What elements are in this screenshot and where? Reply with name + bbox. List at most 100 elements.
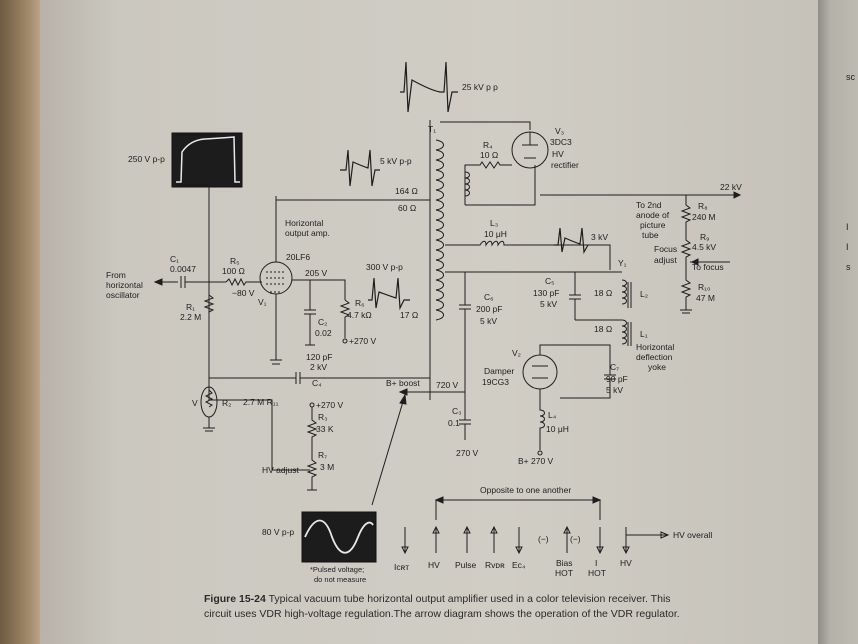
c7-value: 90 pF bbox=[606, 374, 628, 384]
tofocus-label: To focus bbox=[692, 262, 724, 272]
from-label-3: oscillator bbox=[106, 290, 140, 300]
edge-text-1: sc bbox=[846, 72, 855, 82]
t1-label: T₁ bbox=[428, 124, 436, 134]
yoke-coil-l1 bbox=[621, 319, 632, 346]
r4-value: 10 Ω bbox=[480, 150, 498, 160]
waveform-25kv bbox=[400, 61, 458, 113]
vdr-arrow-diagram: Opposite to one another (−) (−) HV overa… bbox=[394, 485, 712, 578]
hv-label: HV bbox=[552, 149, 564, 159]
arrow-label-hot2: HOT bbox=[588, 568, 606, 578]
edge-text-3: I bbox=[846, 242, 849, 252]
anode-label-1: To 2nd bbox=[636, 200, 662, 210]
from-label-1: From bbox=[106, 270, 126, 280]
c7-label: C₇ bbox=[610, 362, 619, 372]
oscilloscope-sine-box bbox=[301, 511, 377, 563]
yoke-label-1: Horizontal bbox=[636, 342, 674, 352]
r6-label: R₆ bbox=[355, 298, 365, 308]
r7-label: R₇ bbox=[318, 450, 327, 460]
waveform-3kv bbox=[554, 227, 589, 254]
pulsed-label-1: *Pulsed voltage; bbox=[310, 565, 364, 574]
rect-label: rectifier bbox=[551, 160, 579, 170]
anode-label-2: anode of bbox=[636, 210, 670, 220]
hv-adjust-label: HV adjust bbox=[262, 465, 299, 475]
c2kv-label: 2 kV bbox=[310, 362, 327, 372]
yoke-label-2: deflection bbox=[636, 352, 673, 362]
hv-overall-label: HV overall bbox=[673, 530, 712, 540]
c5-value: 130 pF bbox=[533, 288, 559, 298]
pulsed-label-2: do not measure bbox=[314, 575, 366, 584]
ohm17-label: 17 Ω bbox=[400, 310, 418, 320]
amp-label-2: output amp. bbox=[285, 228, 330, 238]
waveform-5kv bbox=[340, 149, 380, 187]
c1-value: 0.0047 bbox=[170, 264, 196, 274]
l3-label: L₃ bbox=[490, 218, 498, 228]
amp-label-1: Horizontal bbox=[285, 218, 323, 228]
transformer-t1-winding bbox=[435, 139, 444, 321]
l1-label: L₁ bbox=[640, 329, 648, 339]
r5-label: R₅ bbox=[230, 256, 240, 266]
p270-label-a: +270 V bbox=[349, 336, 377, 346]
c3-label: C₃ bbox=[452, 406, 462, 416]
v3-label: V₃ bbox=[555, 126, 564, 136]
sawtooth-waveform bbox=[176, 136, 240, 183]
edge-text-4: s bbox=[846, 262, 851, 272]
r8-label: R₈ bbox=[698, 201, 708, 211]
sine-waveform bbox=[304, 519, 374, 554]
r1-value: 2.2 M bbox=[180, 312, 201, 322]
r1-label: R₁ bbox=[186, 302, 195, 312]
v2-label: V₂ bbox=[512, 348, 521, 358]
c3-value: 0.1 bbox=[448, 418, 460, 428]
r8-value: 240 M bbox=[692, 212, 716, 222]
ohm18a-label: 18 Ω bbox=[594, 288, 612, 298]
p270-label-b: +270 V bbox=[316, 400, 344, 410]
v205-label: 205 V bbox=[305, 268, 328, 278]
l4-value: 10 μH bbox=[546, 424, 569, 434]
c4-label: C₄ bbox=[312, 378, 322, 388]
tube1-label: 20LF6 bbox=[286, 252, 310, 262]
r4-label: R₄ bbox=[483, 140, 493, 150]
bplus270-label: B+ 270 V bbox=[518, 456, 554, 466]
c7-kv: 5 kV bbox=[606, 385, 623, 395]
v720-label: 720 V bbox=[436, 380, 459, 390]
focus-label-1: Focus bbox=[654, 244, 677, 254]
neg-sign-1: (−) bbox=[538, 534, 549, 544]
r2-label: R₂ bbox=[222, 398, 231, 408]
neg80v: −80 V bbox=[232, 288, 255, 298]
ohm164-label: 164 Ω bbox=[395, 186, 418, 196]
r10-label: R₁₀ bbox=[698, 282, 711, 292]
r11-label: 2.7 M R₁₁ bbox=[243, 397, 279, 407]
arrow-label-i: I bbox=[595, 558, 597, 568]
r9-value: 4.5 kV bbox=[692, 242, 716, 252]
tube3-label: 3DC3 bbox=[550, 137, 572, 147]
ohm60-label: 60 Ω bbox=[398, 203, 416, 213]
c6-kv: 5 kV bbox=[480, 316, 497, 326]
r6-value: 4.7 kΩ bbox=[347, 310, 372, 320]
from-label-2: horizontal bbox=[106, 280, 143, 290]
edge-text-2: I bbox=[846, 222, 849, 232]
arrow-label-bias: Bias bbox=[556, 558, 573, 568]
caption-text: Typical vacuum tube horizontal output am… bbox=[204, 593, 680, 620]
c2-value: 0.02 bbox=[315, 328, 332, 338]
damper-label-1: Damper bbox=[484, 366, 514, 376]
arrow-label-ec4: Eᴄ₄ bbox=[512, 560, 526, 570]
r5-value: 100 Ω bbox=[222, 266, 245, 276]
l4-label: L₄ bbox=[548, 410, 557, 420]
arrow-label-rvdr: Rᴠᴅʀ bbox=[485, 560, 505, 570]
label-5kv: 5 kV p-p bbox=[380, 156, 412, 166]
r10-value: 47 M bbox=[696, 293, 715, 303]
tube-v2 bbox=[522, 354, 558, 390]
label-300v: 300 V p-p bbox=[366, 262, 403, 272]
v1-label: V₁ bbox=[258, 297, 267, 307]
bboost-label: B+ boost bbox=[386, 378, 420, 388]
y1-label: Y₁ bbox=[618, 258, 627, 268]
book-spine bbox=[0, 0, 40, 644]
focus-label-2: adjust bbox=[654, 255, 677, 265]
label-80vpp: 80 V p-p bbox=[262, 527, 294, 537]
label-25kv: 25 kV p p bbox=[462, 82, 498, 92]
kv22-label: 22 kV bbox=[720, 182, 742, 192]
anode-label-4: tube bbox=[642, 230, 659, 240]
c5-kv: 5 kV bbox=[540, 299, 557, 309]
c6-value: 200 pF bbox=[476, 304, 502, 314]
